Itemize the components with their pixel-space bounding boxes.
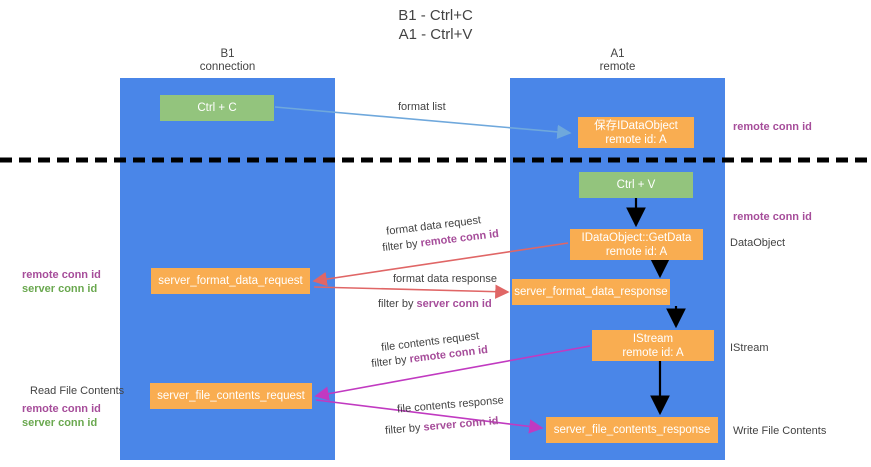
diagram-title: B1 - Ctrl+C A1 - Ctrl+V [0,6,871,44]
title-line-2: A1 - Ctrl+V [398,26,473,43]
annotation-right-remote-conn-id-1: remote conn id [733,121,812,133]
box-ctrl-v-label: Ctrl + V [616,179,656,191]
box-save-idataobject-label: 保存IDataObject [594,119,678,132]
filter-key-server-conn-id: server conn id [416,298,492,310]
box-idataobject-getdata-subtitle: remote id: A [605,245,668,258]
column-a1-role: remote [599,61,636,73]
box-idataobject-getdata-label: IDataObject::GetData [581,231,692,244]
annotation-left-server-conn-id-1: server conn id [22,283,98,295]
box-server-format-data-response-label: server_format_data_response [514,286,668,298]
column-a1-name: A1 [610,48,625,60]
box-ctrl-c[interactable]: Ctrl + C [160,95,274,121]
box-istream-label: IStream [632,332,674,345]
box-server-file-contents-response[interactable]: server_file_contents_response [546,417,718,443]
filter-prefix: filter by [378,298,417,310]
column-b1-name: B1 [220,48,235,60]
box-server-format-data-request[interactable]: server_format_data_request [151,268,310,294]
label-file-contents-response-filter: filter by server conn id [385,414,500,439]
filter-prefix: filter by [381,237,422,255]
filter-prefix: filter by [370,353,411,371]
box-server-format-data-response[interactable]: server_format_data_response [512,279,670,305]
annotation-left-server-conn-id-2: server conn id [22,417,98,429]
box-server-file-contents-response-label: server_file_contents_response [553,424,711,436]
box-ctrl-c-label: Ctrl + C [197,102,237,114]
filter-key-server-conn-id: server conn id [423,415,499,434]
annotation-left-conn-ids-1: remote conn id server conn id [22,268,101,296]
title-line-1: B1 - Ctrl+C [398,7,473,24]
annotation-left-conn-ids-2: remote conn id server conn id [22,402,101,430]
box-server-format-data-request-label: server_format_data_request [158,275,303,287]
box-save-idataobject[interactable]: 保存IDataObject remote id: A [578,117,694,148]
box-istream[interactable]: IStream remote id: A [592,330,714,361]
box-save-idataobject-subtitle: remote id: A [605,133,667,146]
annotation-right-write-file-contents: Write File Contents [733,425,827,437]
arrow-format-data-response [313,284,510,299]
box-ctrl-v[interactable]: Ctrl + V [579,172,693,198]
annotation-right-remote-conn-id-2: remote conn id [733,211,812,223]
annotation-right-dataobject: DataObject [730,237,786,249]
annotation-left-read-file-contents: Read File Contents [30,385,125,397]
annotation-left-remote-conn-id-2: remote conn id [22,403,101,415]
column-header-b1: B1 connection [150,48,305,74]
label-format-list: format list [398,101,446,113]
box-istream-subtitle: remote id: A [622,346,684,359]
column-header-a1: A1 remote [540,48,695,74]
box-server-file-contents-request[interactable]: server_file_contents_request [150,383,312,409]
annotation-left-remote-conn-id-1: remote conn id [22,269,101,281]
column-b1-role: connection [199,61,256,73]
box-server-file-contents-request-label: server_file_contents_request [157,390,305,402]
box-idataobject-getdata[interactable]: IDataObject::GetData remote id: A [570,229,703,260]
annotation-right-istream: IStream [730,342,769,354]
label-format-data-response-filter: filter by server conn id [378,297,492,312]
filter-prefix: filter by [384,421,425,437]
label-format-data-response: format data response [393,273,497,285]
